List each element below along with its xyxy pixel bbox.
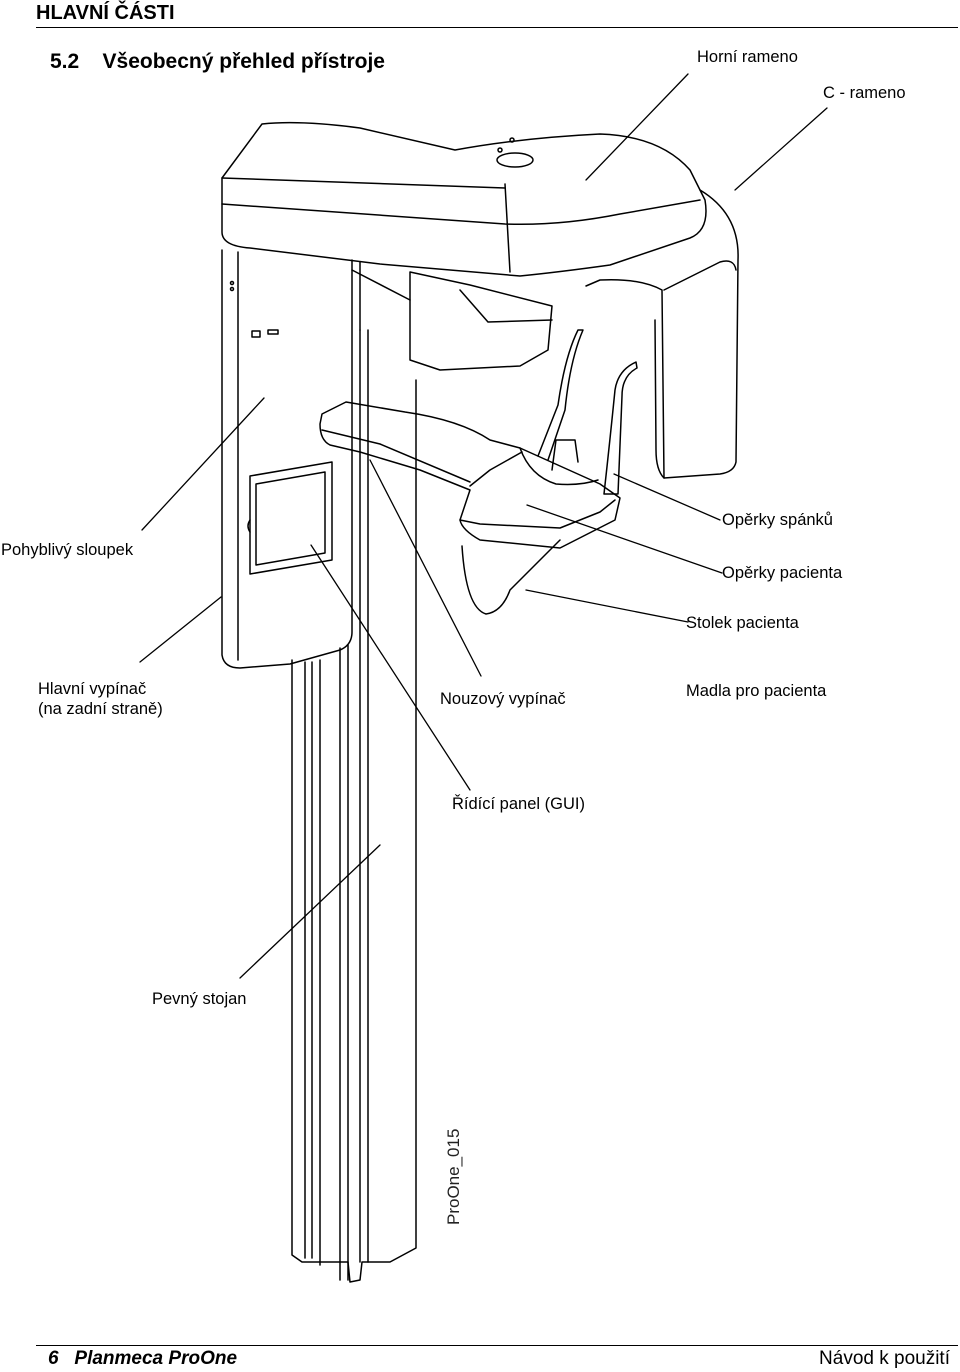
label-fixed-stand: Pevný stojan (152, 990, 247, 1008)
patient-support (320, 330, 637, 614)
section-title: 5.2 Všeobecný přehled přístroje (50, 50, 385, 73)
label-patient-handles: Madla pro pacienta (686, 682, 827, 700)
label-c-arm: C - rameno (823, 84, 906, 102)
footer-rule (36, 1345, 958, 1346)
chapter-header: HLAVNÍ ČÁSTI (36, 2, 175, 24)
label-upper-arm: Horní rameno (697, 48, 798, 66)
label-patient-supports: Opěrky pacienta (722, 564, 843, 582)
c-arm (586, 190, 738, 478)
label-main-switch-note: (na zadní straně) (38, 700, 163, 718)
upper-arm (222, 123, 706, 370)
label-patient-table: Stolek pacienta (686, 614, 799, 632)
header-rule (36, 27, 958, 28)
label-moving-column: Pohyblivý sloupek (1, 541, 134, 559)
fixed-stand (292, 330, 416, 1282)
moving-column (222, 250, 410, 668)
footer-manual: Návod k použití (819, 1348, 950, 1369)
label-main-switch: Hlavní vypínač (38, 680, 147, 698)
label-temple-supports: Opěrky spánků (722, 511, 833, 529)
leader-lines (140, 74, 827, 978)
image-code: ProOne_015 (444, 1128, 463, 1225)
label-control-panel: Řídící panel (GUI) (452, 795, 585, 813)
footer-page-product: 6 Planmeca ProOne (48, 1348, 238, 1369)
label-emergency-switch: Nouzový vypínač (440, 690, 566, 708)
